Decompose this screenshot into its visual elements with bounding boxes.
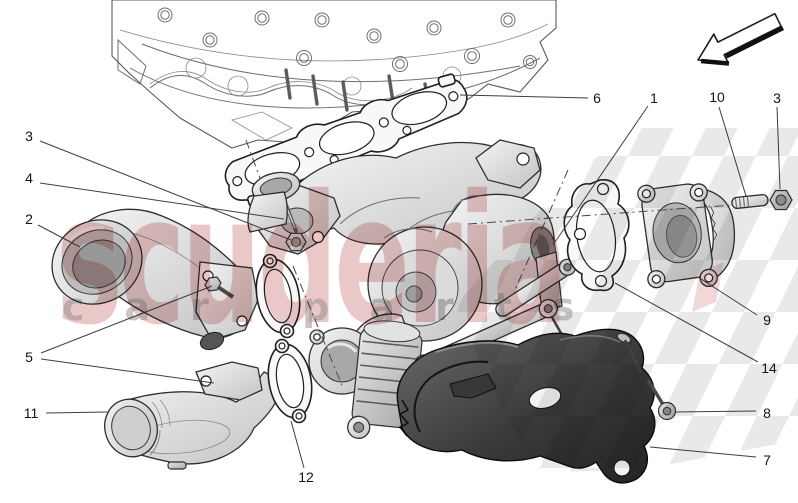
outlet-flange-9: [637, 183, 736, 289]
manifold-gasket-6: [224, 73, 468, 207]
callout-4-leader-line: [39, 182, 285, 220]
assembly-axis-pipe2: [292, 265, 344, 389]
pipe-gasket-12: [267, 338, 313, 424]
engine-bolts: [157, 7, 537, 72]
callout-9-leader-line: [697, 276, 758, 316]
heat-shield-7: [396, 328, 656, 484]
callout-2-leader-line: [37, 224, 81, 248]
pipe-gasket-upper: [255, 253, 301, 339]
callout-3-right-leader-line: [776, 106, 781, 190]
callout-6-leader-line: [459, 94, 589, 99]
callout-5-leader-line: [40, 285, 213, 354]
outlet-gasket-14: [563, 179, 630, 292]
callout-7-leader-line: [649, 446, 757, 458]
callout-8-leader-line: [674, 410, 757, 413]
callout-11-leader-line: [45, 411, 109, 414]
callout-3-left-leader-line: [39, 140, 292, 241]
stud-10: [731, 193, 769, 210]
direction-arrow-icon: [697, 12, 785, 66]
callout-12-leader-line: [290, 420, 305, 469]
callout-10-leader-line: [718, 106, 747, 197]
exhaust-pipe-11: [104, 361, 285, 470]
bypass-pipe-2: [51, 171, 301, 351]
nut-3-right: [769, 189, 793, 211]
callout-5-leader-line: [40, 358, 215, 384]
nut-3-left: [285, 232, 307, 252]
